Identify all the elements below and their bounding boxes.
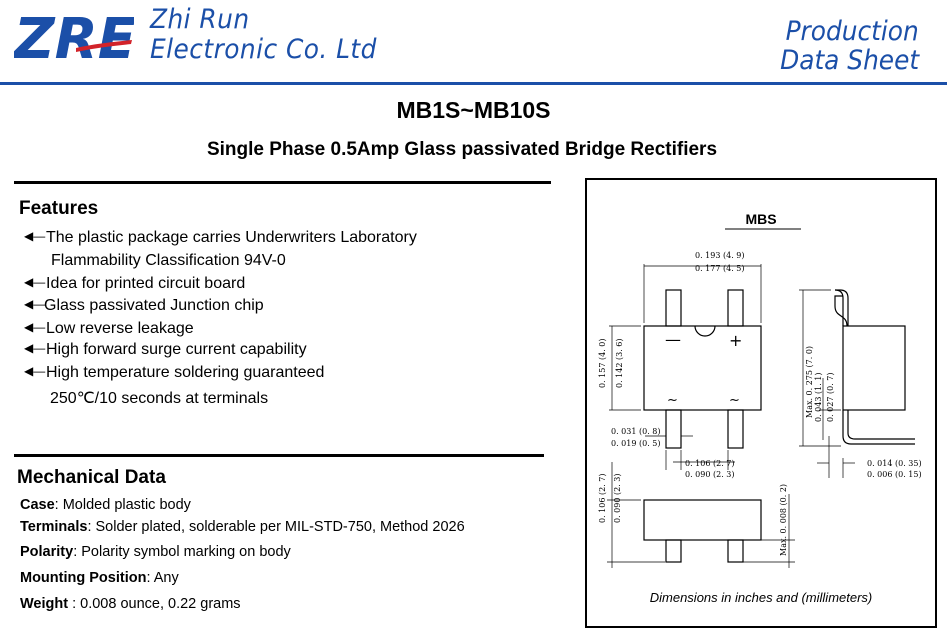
mech-row-terminals: Terminals: Solder plated, solderable per… <box>20 519 465 535</box>
ac-terminal-mark: ~ <box>667 393 678 408</box>
dim-height-max: 0. 157 (4. 0) <box>598 339 607 389</box>
dim-pin-width-max: 0. 031 (0. 8) <box>611 427 661 436</box>
feature-item: ◀—High temperature soldering guaranteed <box>24 364 325 381</box>
feature-item: ◀—Glass passivated Junction chip <box>24 297 264 314</box>
dim-lead-thickness-max: 0. 014 (0. 35) <box>867 459 922 468</box>
mechanical-divider <box>14 454 544 457</box>
mechanical-heading: Mechanical Data <box>17 467 166 488</box>
dimensions-caption: Dimensions in inches and (millimeters) <box>649 590 873 605</box>
mech-row-polarity: Polarity: Polarity symbol marking on bod… <box>20 544 291 560</box>
ac-terminal-mark: ~ <box>729 393 740 408</box>
dim-lead-min: 0. 027 (0. 7) <box>826 373 835 423</box>
mech-row-case: Case: Molded plastic body <box>20 497 191 513</box>
feature-item-continuation: 250℃/10 seconds at terminals <box>50 390 269 407</box>
dim-body-height-min: 0. 090 (2. 3) <box>613 474 622 524</box>
dim-standoff: Max. 0. 008 (0. 2) <box>779 484 788 556</box>
feature-item: ◀—Low reverse leakage <box>24 320 194 337</box>
dim-pitch-max: 0. 106 (2. 7) <box>685 459 735 468</box>
arrow-bullet-icon: ◀— <box>24 297 46 311</box>
package-name: MBS <box>745 211 776 227</box>
doc-type-line2: Data Sheet <box>779 45 919 76</box>
feature-item-continuation: Flammability Classification 94V-0 <box>51 252 286 269</box>
header-divider <box>0 82 947 85</box>
dim-lead-max: 0. 043 (1. 1) <box>814 373 823 423</box>
dim-width-min: 0. 177 (4. 5) <box>695 264 745 273</box>
arrow-bullet-icon: ◀— <box>24 341 46 355</box>
feature-item: ◀—Idea for printed circuit board <box>24 275 246 292</box>
company-name-line2: Electronic Co. Ltd <box>150 34 377 65</box>
arrow-bullet-icon: ◀— <box>24 364 46 378</box>
part-number-title: MB1S~MB10S <box>396 97 551 123</box>
minus-terminal-mark: — <box>665 330 681 349</box>
feature-item: ◀—The plastic package carries Underwrite… <box>24 229 417 246</box>
dim-body-height-max: 0. 106 (2. 7) <box>598 474 607 524</box>
dim-pitch-min: 0. 090 (2. 3) <box>685 470 735 479</box>
doc-type-line1: Production <box>785 16 919 47</box>
logo-text: ZRE <box>14 8 134 66</box>
product-subtitle: Single Phase 0.5Amp Glass passivated Bri… <box>206 139 718 160</box>
mech-row-weight: Weight : 0.008 ounce, 0.22 grams <box>20 596 241 612</box>
dim-max-length: Max. 0. 275 (7. 0) <box>805 346 814 418</box>
features-heading: Features <box>19 198 99 219</box>
company-logo: ZRE <box>14 8 134 66</box>
company-name-line1: Zhi Run <box>150 4 250 35</box>
features-divider <box>14 181 551 184</box>
mech-row-mounting: Mounting Position: Any <box>20 570 179 586</box>
dim-height-min: 0. 142 (3. 6) <box>615 339 624 389</box>
feature-item: ◀—High forward surge current capability <box>24 341 307 358</box>
dim-width-max: 0. 193 (4. 9) <box>695 251 745 260</box>
arrow-bullet-icon: ◀— <box>24 229 46 243</box>
package-outline-drawing: 0. 193 (4. 9) 0. 177 (4. 5) 0. 157 (4. 0… <box>598 211 922 568</box>
dim-pin-width-min: 0. 019 (0. 5) <box>611 439 661 448</box>
arrow-bullet-icon: ◀— <box>24 275 46 289</box>
dim-lead-thickness-min: 0. 006 (0. 15) <box>867 470 922 479</box>
plus-terminal-mark: + <box>729 331 742 350</box>
arrow-bullet-icon: ◀— <box>24 320 46 334</box>
package-drawing-frame <box>585 178 937 628</box>
